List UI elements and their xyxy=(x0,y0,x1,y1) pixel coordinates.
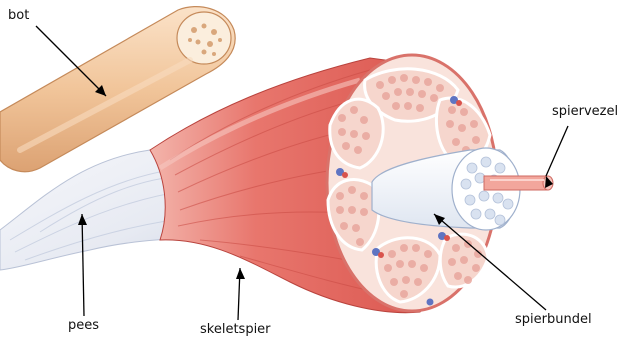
label-pees: pees xyxy=(68,318,99,333)
label-skeletspier: skeletspier xyxy=(200,322,271,337)
label-spiervezel: spiervezel xyxy=(552,104,618,119)
label-spierbundel: spierbundel xyxy=(515,312,592,327)
leader-line-spiervezel xyxy=(546,126,568,176)
label-bot: bot xyxy=(8,8,29,23)
arrowhead-skeletspier xyxy=(236,268,245,279)
bone-cross-section xyxy=(177,12,231,64)
muscle-fiber xyxy=(484,176,548,190)
